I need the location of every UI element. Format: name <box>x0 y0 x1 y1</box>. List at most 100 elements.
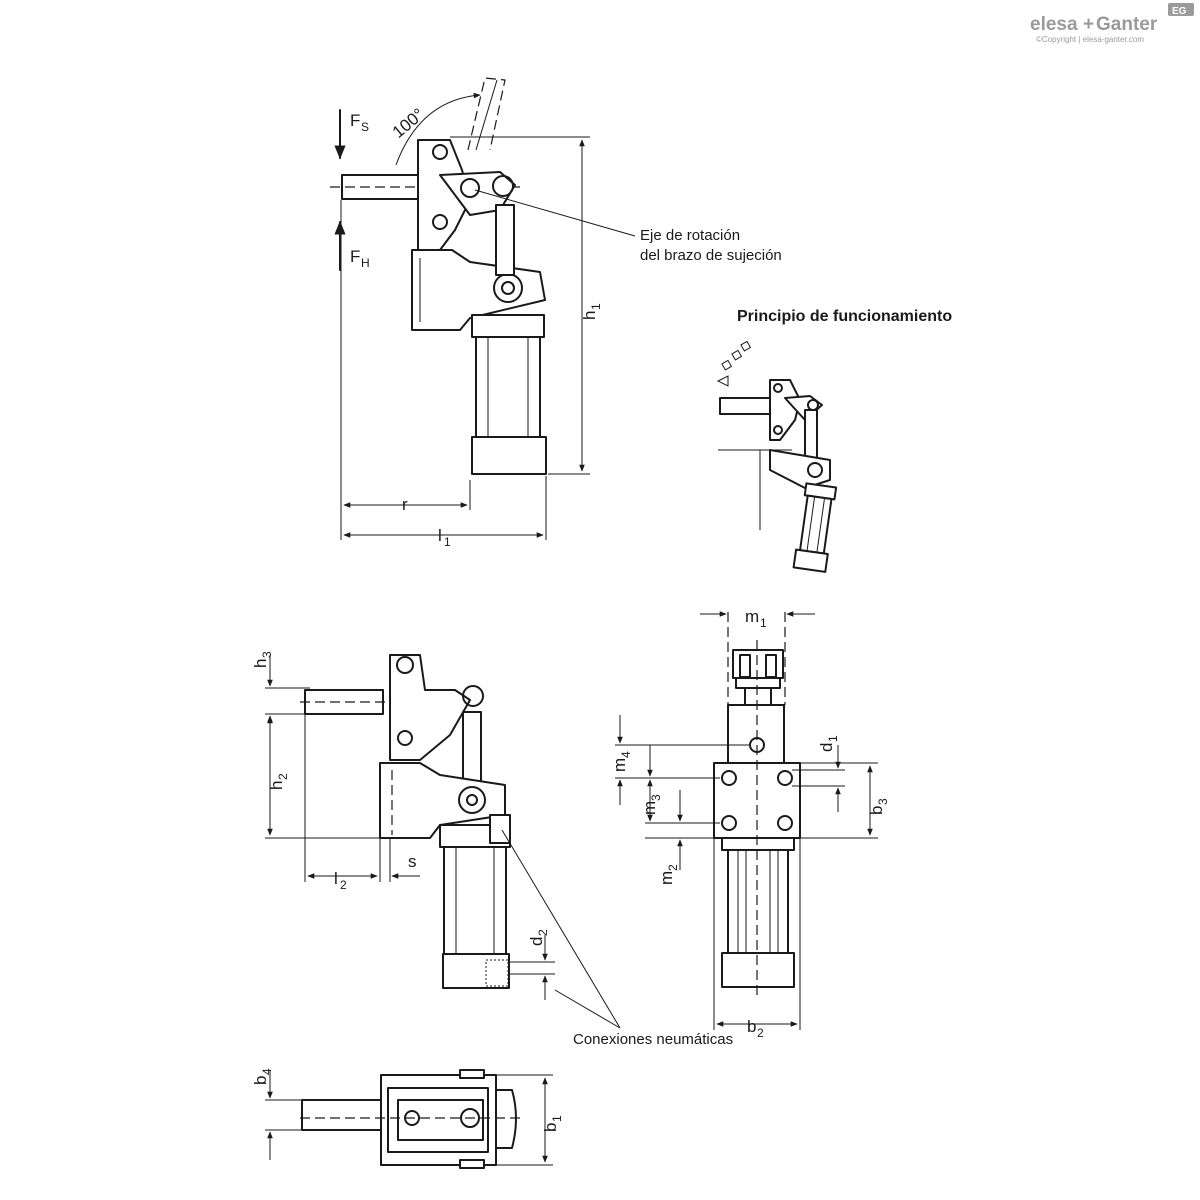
svg-text:m: m <box>610 758 629 772</box>
m4-label: m 4 <box>610 751 633 772</box>
front-hole-tl <box>721 770 737 786</box>
front-cylinder-cap <box>721 952 795 988</box>
angle-arc <box>395 92 481 166</box>
b2-label-sub: 2 <box>757 1026 764 1040</box>
force-s-label: F <box>350 111 360 130</box>
pivot-bottom <box>432 214 448 230</box>
force-s-sub: S <box>361 120 369 134</box>
svg-text:2: 2 <box>276 773 290 780</box>
h3-label: h 3 <box>251 651 274 668</box>
pivot-top <box>432 144 448 160</box>
svg-text:1: 1 <box>826 735 840 742</box>
angle-label: 100° <box>389 105 428 142</box>
m3-label: m 3 <box>640 794 663 815</box>
logo-badge <box>1168 3 1194 16</box>
s-label: s <box>408 852 417 871</box>
side-link-pivot <box>462 685 484 707</box>
svg-text:h: h <box>267 781 286 790</box>
side-cylinder-pivot <box>458 786 486 814</box>
motion-square-1 <box>721 359 733 371</box>
principle-pivot-1 <box>773 383 783 393</box>
svg-text:1: 1 <box>550 1115 564 1122</box>
principle-arm <box>769 379 801 441</box>
top-view: b 4 b 1 <box>251 1068 564 1169</box>
principle-view: Principio de funcionamiento <box>716 308 952 573</box>
link-pivot <box>492 175 514 197</box>
top-link-slot <box>397 1099 484 1141</box>
principle-pivot-2 <box>773 425 783 435</box>
motion-arrow-head <box>716 375 729 387</box>
open-arm-centerline <box>475 79 498 151</box>
principle-rod <box>804 409 818 461</box>
b3-label: b 3 <box>867 798 890 815</box>
front-arm-plate <box>727 704 785 764</box>
front-view: m 1 m 4 m 3 m 2 d 1 <box>610 607 890 1040</box>
svg-text:2: 2 <box>666 864 680 871</box>
front-hole-bl <box>721 815 737 831</box>
logo-badge-text: EG <box>1172 6 1187 17</box>
top-spindle-bar <box>301 1099 385 1131</box>
top-cylinder-end <box>495 1089 517 1149</box>
pneumatic-leader-2 <box>554 989 621 1029</box>
piston-rod <box>495 204 515 276</box>
logo-plus: + <box>1083 14 1094 35</box>
axis-callout-line1: Eje de rotación <box>640 227 740 244</box>
main-side-view: 100° F S F H Eje de rotación <box>330 77 782 549</box>
svg-text:h: h <box>580 311 599 320</box>
front-hole-br <box>777 815 793 831</box>
principle-link <box>784 395 823 421</box>
cylinder-barrel <box>475 336 541 438</box>
principle-cylinder <box>792 482 838 573</box>
rotation-axis-pivot <box>460 178 480 198</box>
svg-text:4: 4 <box>260 1068 274 1075</box>
svg-text:3: 3 <box>260 651 274 658</box>
force-h-label: F <box>350 247 360 266</box>
axis-callout-line2: del brazo de sujeción <box>640 247 782 264</box>
l1-label-sub: 1 <box>444 535 451 549</box>
l2-label-sub: 2 <box>340 878 347 892</box>
side-pivot-top <box>396 656 414 674</box>
svg-text:m: m <box>640 801 659 815</box>
logo-elesa: elesa <box>1030 14 1078 35</box>
principle-bar <box>719 397 771 415</box>
pneumatic-leader-1 <box>501 829 621 1029</box>
svg-text:3: 3 <box>876 798 890 805</box>
r-label: r <box>402 495 408 514</box>
top-pivot-right <box>460 1108 480 1128</box>
open-arm-outline <box>467 77 506 151</box>
side-pivot-bottom <box>397 730 413 746</box>
motion-square-2 <box>731 349 743 361</box>
cylinder-pivot-inner <box>501 281 515 295</box>
svg-text:h: h <box>251 659 270 668</box>
svg-text:d: d <box>527 937 546 946</box>
l2-label: l <box>334 869 338 888</box>
m1-label-sub: 1 <box>760 616 767 630</box>
svg-text:m: m <box>657 871 676 885</box>
b2-label: b <box>747 1017 756 1036</box>
side-cylinder-pivot-inner <box>466 794 478 806</box>
force-h-sub: H <box>361 256 370 270</box>
l1-label: l <box>438 526 442 545</box>
brand-logo: elesa + Ganter EG ©Copyright | elesa-gan… <box>1030 3 1194 44</box>
axis-callout-leader <box>474 189 636 237</box>
m2-label: m 2 <box>657 864 680 885</box>
h1-label: h 1 <box>580 303 603 320</box>
front-clevis-bar <box>735 677 781 689</box>
svg-text:b: b <box>541 1123 560 1132</box>
front-cylinder-head <box>721 837 795 851</box>
svg-text:b: b <box>867 806 886 815</box>
b4-label: b 4 <box>251 1068 274 1085</box>
principle-title: Principio de funcionamiento <box>737 308 952 325</box>
principle-pivot-4 <box>807 462 823 478</box>
d2-label: d 2 <box>527 929 550 946</box>
svg-text:4: 4 <box>619 751 633 758</box>
side-cylinder-cap <box>442 953 510 989</box>
front-cylinder-barrel <box>727 849 789 954</box>
h2-label: h 2 <box>267 773 290 790</box>
front-hole-tr <box>777 770 793 786</box>
b1-label: b 1 <box>541 1115 564 1132</box>
cylinder-cap <box>471 436 547 475</box>
svg-text:2: 2 <box>536 929 550 936</box>
cylinder-head <box>471 314 545 338</box>
